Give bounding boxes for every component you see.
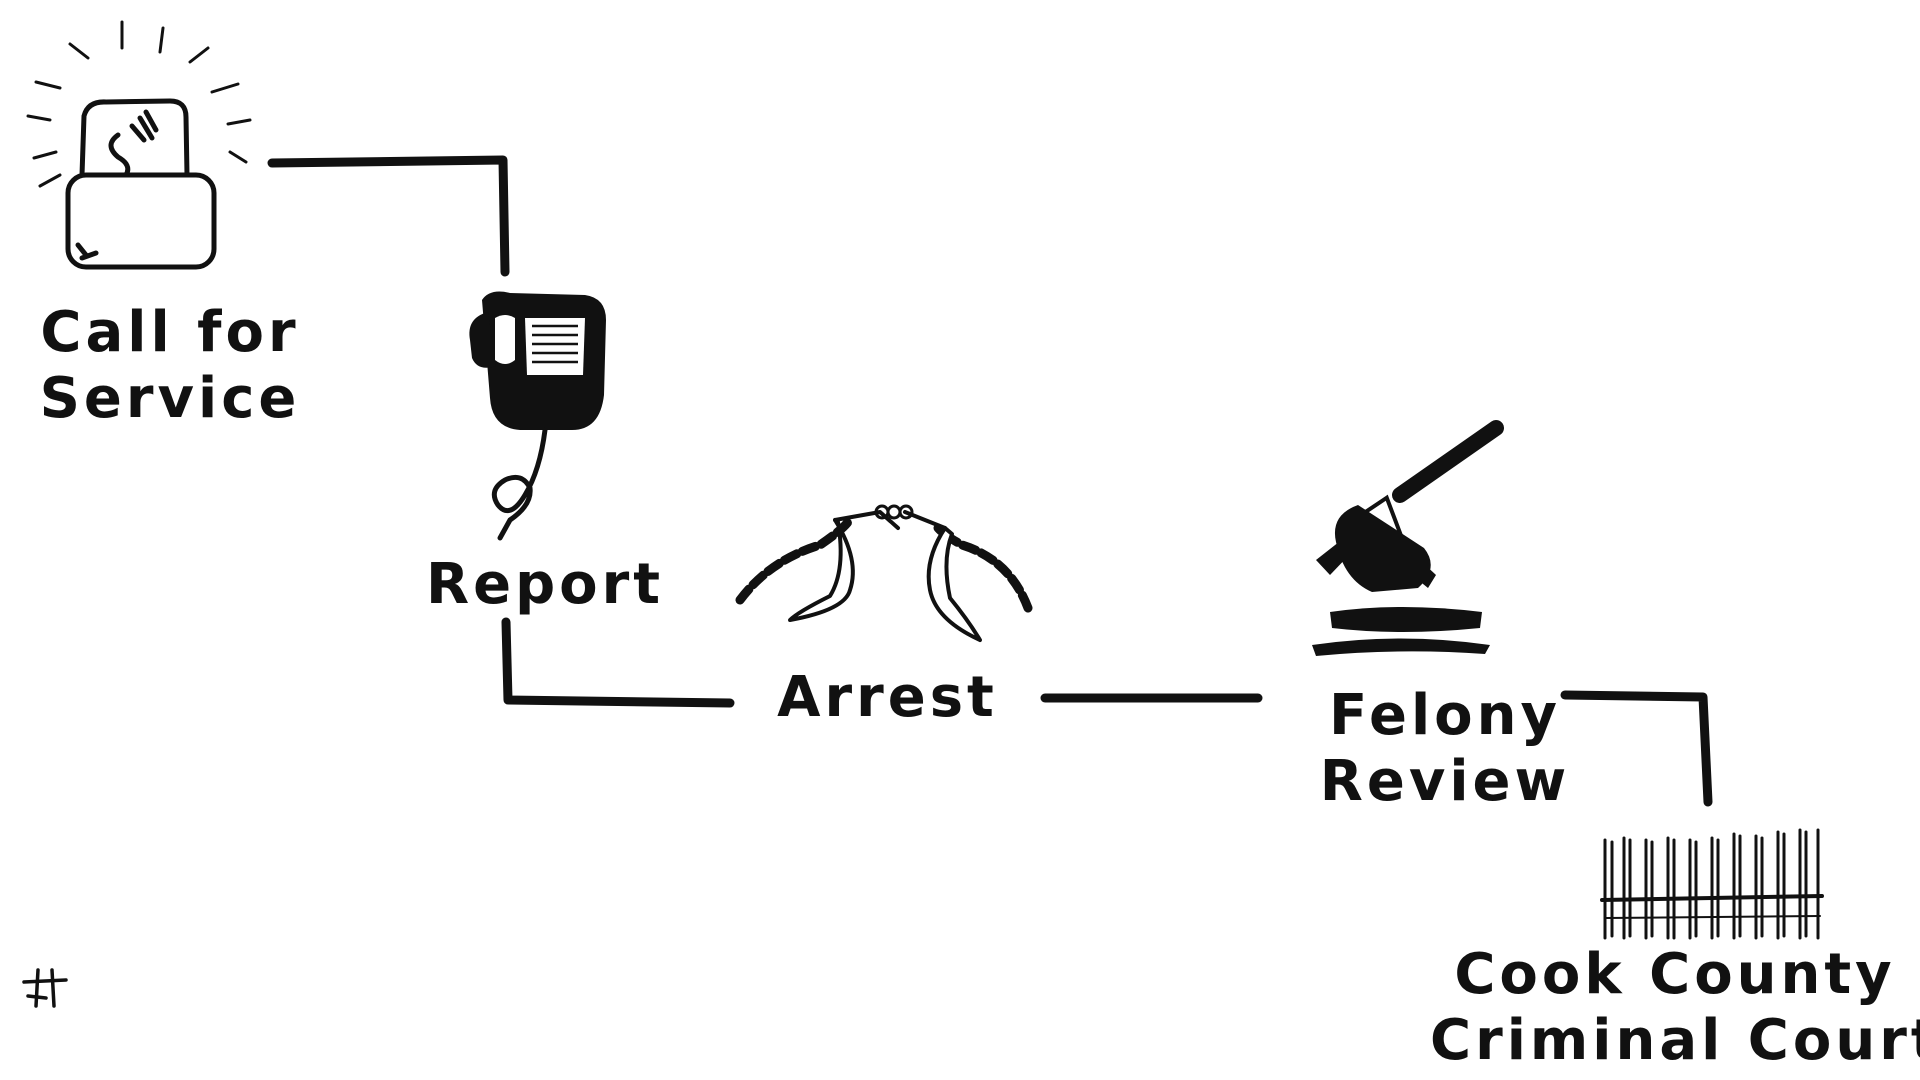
connector-report-to-arrest	[501, 617, 735, 708]
gavel-icon	[1312, 420, 1504, 656]
label-line: Review	[1319, 749, 1571, 814]
jail-bars-icon	[1600, 828, 1824, 940]
police-radio-icon	[469, 291, 606, 541]
label-line: Cook County	[1454, 942, 1896, 1007]
step-label-call-for-service: Call for Service	[20, 300, 320, 432]
step-label-report: Report	[405, 552, 685, 618]
label-line: Arrest	[777, 665, 998, 730]
label-line: Service	[39, 366, 301, 431]
label-line: Criminal Court	[1430, 1008, 1920, 1073]
connector-call-to-report	[267, 155, 510, 277]
handcuffs-icon	[735, 504, 1033, 642]
step-label-felony-review: Felony Review	[1305, 683, 1585, 815]
label-line: Felony	[1328, 683, 1561, 748]
artist-signature-icon	[22, 968, 68, 1008]
label-line: Report	[425, 552, 665, 617]
step-label-arrest: Arrest	[730, 665, 1045, 731]
label-line: Call for	[40, 300, 300, 365]
siren-light-icon	[26, 20, 252, 270]
connector-review-to-court	[1560, 690, 1713, 807]
step-label-cook-county-criminal-court: Cook County Criminal Court	[1430, 942, 1920, 1074]
